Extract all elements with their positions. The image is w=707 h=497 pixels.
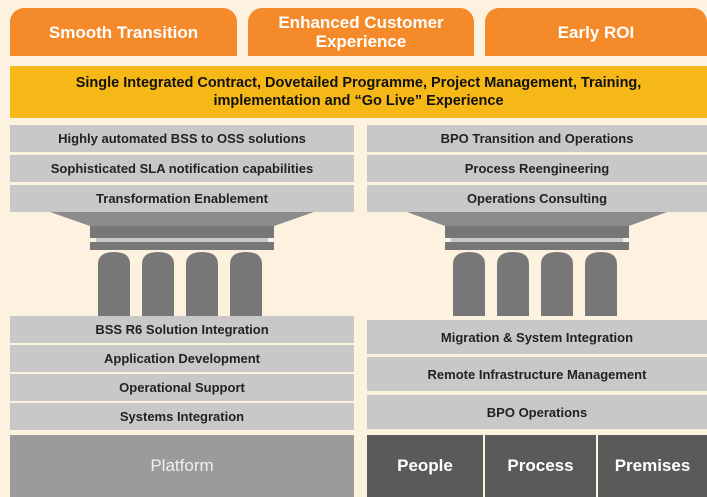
pillar-column-4 bbox=[230, 252, 262, 316]
bar-label: BSS R6 Solution Integration bbox=[95, 322, 269, 337]
tab-enhanced-customer-experience: Enhanced Customer Experience bbox=[248, 8, 474, 56]
footer-label: Premises bbox=[614, 456, 691, 475]
pillar-lintel bbox=[445, 242, 629, 250]
right-base-bar-3: BPO Operations bbox=[367, 395, 707, 429]
pillar-neck bbox=[451, 238, 623, 242]
tab-label: Smooth Transition bbox=[48, 22, 199, 42]
left-top-bar-1: Highly automated BSS to OSS solutions bbox=[10, 125, 354, 152]
pillar-lintel bbox=[90, 242, 274, 250]
pillar-abacus bbox=[445, 226, 629, 238]
pillar-column-2 bbox=[497, 252, 529, 316]
right-top-bar-1: BPO Transition and Operations bbox=[367, 125, 707, 152]
left-pillar-graphic bbox=[50, 212, 314, 316]
right-top-bar-3: Operations Consulting bbox=[367, 185, 707, 212]
pillar-column-3 bbox=[541, 252, 573, 316]
right-base-bar-2: Remote Infrastructure Management bbox=[367, 357, 707, 391]
left-base-bar-4: Systems Integration bbox=[10, 403, 354, 430]
bar-label: Operational Support bbox=[119, 380, 245, 395]
bar-label: Sophisticated SLA notification capabilit… bbox=[50, 161, 314, 176]
left-top-bar-2: Sophisticated SLA notification capabilit… bbox=[10, 155, 354, 182]
platform-label: Platform bbox=[150, 456, 214, 475]
integrated-contract-banner: Single Integrated Contract, Dovetailed P… bbox=[10, 66, 707, 118]
bar-label: Systems Integration bbox=[119, 409, 245, 424]
footer-process: Process bbox=[485, 435, 596, 497]
right-pillar-graphic bbox=[407, 212, 667, 316]
banner-text: Single Integrated Contract, Dovetailed P… bbox=[75, 75, 642, 109]
tab-early-roi: Early ROI bbox=[485, 8, 707, 56]
right-base-bar-1: Migration & System Integration bbox=[367, 320, 707, 354]
right-top-bar-2: Process Reengineering bbox=[367, 155, 707, 182]
pillar-abacus bbox=[90, 226, 274, 238]
left-base-bar-2: Application Development bbox=[10, 345, 354, 372]
footer-premises: Premises bbox=[598, 435, 707, 497]
pillar-column-1 bbox=[98, 252, 130, 316]
pillar-column-1 bbox=[453, 252, 485, 316]
bar-label: Migration & System Integration bbox=[440, 329, 634, 345]
pillar-capital bbox=[50, 212, 314, 226]
bar-label: Remote Infrastructure Management bbox=[427, 366, 647, 382]
tab-label: Early ROI bbox=[557, 22, 635, 42]
footer-label: Process bbox=[507, 456, 574, 475]
footer-people: People bbox=[367, 435, 483, 497]
left-top-bar-3: Transformation Enablement bbox=[10, 185, 354, 212]
bar-label: Process Reengineering bbox=[464, 161, 610, 176]
pillar-neck bbox=[96, 238, 268, 242]
tab-smooth-transition: Smooth Transition bbox=[10, 8, 237, 56]
platform-footer: Platform bbox=[10, 435, 354, 497]
bar-label: Transformation Enablement bbox=[96, 191, 268, 206]
pillar-column-2 bbox=[142, 252, 174, 316]
left-base-bar-3: Operational Support bbox=[10, 374, 354, 401]
bar-label: Highly automated BSS to OSS solutions bbox=[58, 131, 306, 146]
pillar-column-4 bbox=[585, 252, 617, 316]
footer-label: People bbox=[397, 456, 453, 475]
bar-label: Application Development bbox=[103, 351, 261, 366]
pillar-capital bbox=[407, 212, 667, 226]
pillar-column-3 bbox=[186, 252, 218, 316]
left-base-bar-1: BSS R6 Solution Integration bbox=[10, 316, 354, 343]
bar-label: BPO Transition and Operations bbox=[440, 131, 634, 146]
tab-label: Enhanced Customer Experience bbox=[278, 13, 444, 51]
bar-label: BPO Operations bbox=[486, 404, 588, 420]
bar-label: Operations Consulting bbox=[466, 191, 608, 206]
